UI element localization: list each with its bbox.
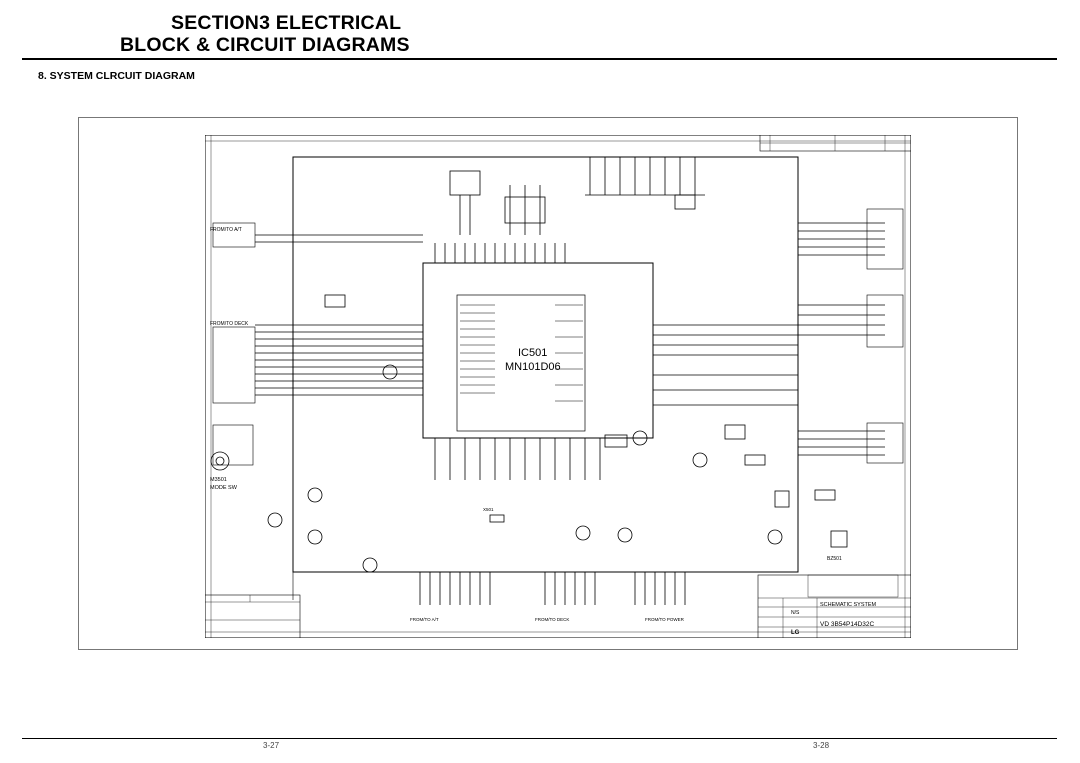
bottom-label-deck: FROM/TO DECK xyxy=(535,617,569,622)
buzzer-ref-label: BZ501 xyxy=(827,556,842,562)
section-subtitle: BLOCK & CIRCUIT DIAGRAMS xyxy=(120,34,410,56)
circuit-schematic: IC501 MN101D06 FROM/TO A/T FROM/TO DECK … xyxy=(205,135,911,638)
ic-part-label: MN101D06 xyxy=(505,361,561,373)
brand-logo: LG xyxy=(791,630,800,636)
connector-label-deck: FROM/TO DECK xyxy=(210,321,249,327)
bottom-label-power: FROM/TO POWER xyxy=(645,617,685,622)
title-block-model: VD 3B54P14D32C xyxy=(820,621,875,628)
diagram-frame xyxy=(78,117,1018,650)
title-block-name: SCHEMATIC SYSTEM xyxy=(820,602,877,608)
section-title: SECTION3 ELECTRICAL xyxy=(171,12,402,34)
page-number-left: 3-27 xyxy=(263,741,280,750)
bottom-label-at: FROM/TO A/T xyxy=(410,617,439,622)
motor-ref-label: M3501 xyxy=(210,477,227,483)
diagram-heading: 8. SYSTEM CLRCUIT DIAGRAM xyxy=(38,70,195,82)
connector-label-at: FROM/TO A/T xyxy=(210,227,242,233)
ic-ref-label: IC501 xyxy=(518,347,547,359)
crystal-ref-label: X501 xyxy=(483,507,494,512)
footer-rule xyxy=(22,738,1057,739)
page-number-right: 3-28 xyxy=(813,741,830,750)
page-header: SECTION3 ELECTRICAL BLOCK & CIRCUIT DIAG… xyxy=(0,0,1080,60)
scale-label: N/S xyxy=(791,610,800,616)
motor-name-label: MODE SW xyxy=(210,485,238,491)
header-rule xyxy=(22,58,1057,60)
